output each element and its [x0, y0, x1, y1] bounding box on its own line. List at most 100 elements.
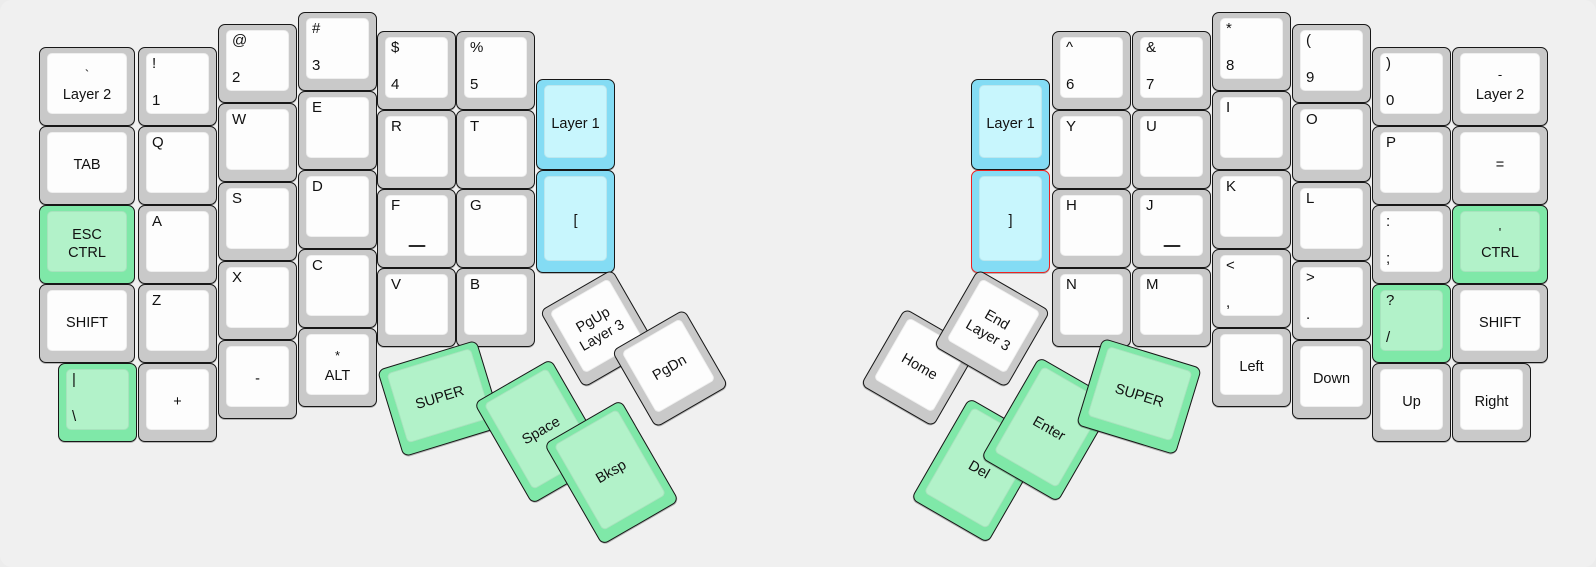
keycap-surface — [979, 85, 1042, 158]
k-x[interactable]: X — [218, 261, 297, 340]
k-hash-3[interactable]: #3 — [298, 12, 377, 91]
k-g[interactable]: G — [456, 189, 535, 268]
k-gt-period[interactable]: >. — [1292, 261, 1371, 340]
k-q[interactable]: Q — [138, 126, 217, 205]
k-star-8[interactable]: *8 — [1212, 12, 1291, 91]
keycap-surface — [1220, 97, 1283, 158]
keycap-surface — [1460, 211, 1540, 272]
k-j[interactable]: J — [1132, 189, 1211, 268]
keycap-surface — [226, 188, 289, 249]
k-minus[interactable]: - — [218, 340, 297, 419]
k-colon-semi[interactable]: :; — [1372, 205, 1451, 284]
keycap-surface — [226, 109, 289, 170]
keycap-surface — [464, 37, 527, 98]
keycap-surface — [1060, 274, 1123, 335]
keycap-surface — [1380, 132, 1443, 193]
k-question-slash[interactable]: ?/ — [1372, 284, 1451, 363]
k-e[interactable]: E — [298, 91, 377, 170]
keycap-surface — [47, 211, 127, 272]
k-lt-comma[interactable]: <, — [1212, 249, 1291, 328]
keycap-surface — [1380, 290, 1443, 351]
k-s[interactable]: S — [218, 182, 297, 261]
k-bang-1[interactable]: !1 — [138, 47, 217, 126]
k-bracket-left[interactable]: [ — [536, 170, 615, 273]
k-alt[interactable]: *ALT — [298, 328, 377, 407]
k-p[interactable]: P — [1372, 126, 1451, 205]
keycap-surface — [544, 176, 607, 261]
keycap-surface — [1220, 334, 1283, 395]
k-shift-right[interactable]: SHIFT — [1452, 284, 1548, 363]
keycap-surface — [1140, 274, 1203, 335]
homing-bar-icon — [408, 244, 425, 247]
k-i[interactable]: I — [1212, 91, 1291, 170]
keycap-surface — [1060, 37, 1123, 98]
k-up[interactable]: Up — [1372, 363, 1451, 442]
k-r[interactable]: R — [377, 110, 456, 189]
keycap-surface — [1460, 290, 1540, 351]
k-k[interactable]: K — [1212, 170, 1291, 249]
keycap-surface — [306, 176, 369, 237]
k-down[interactable]: Down — [1292, 340, 1371, 419]
keycap-surface — [226, 346, 289, 407]
k-left[interactable]: Left — [1212, 328, 1291, 407]
keycap-surface — [464, 116, 527, 177]
keycap-surface — [1460, 369, 1523, 430]
keycap-surface — [1300, 267, 1363, 328]
k-rparen-0[interactable]: )0 — [1372, 47, 1451, 126]
keycap-surface — [146, 290, 209, 351]
keycap-surface — [47, 290, 127, 351]
keycap-surface — [544, 85, 607, 158]
keycap-surface — [1460, 53, 1540, 114]
keycap-surface — [1380, 211, 1443, 272]
keycap-surface — [1220, 18, 1283, 79]
keycap-surface — [306, 97, 369, 158]
k-n[interactable]: N — [1052, 268, 1131, 347]
keycap-surface — [1060, 195, 1123, 256]
k-o[interactable]: O — [1292, 103, 1371, 182]
k-pipe-backslash[interactable]: |\ — [58, 363, 137, 442]
k-f[interactable]: F — [377, 189, 456, 268]
k-h[interactable]: H — [1052, 189, 1131, 268]
k-t[interactable]: T — [456, 110, 535, 189]
k-quote-ctrl[interactable]: 'CTRL — [1452, 205, 1548, 284]
k-b[interactable]: B — [456, 268, 535, 347]
keycap-surface — [1300, 188, 1363, 249]
keycap-surface — [226, 30, 289, 91]
keycap-surface — [385, 116, 448, 177]
keycap-surface — [1087, 345, 1193, 441]
k-d[interactable]: D — [298, 170, 377, 249]
k-at-2[interactable]: @2 — [218, 24, 297, 103]
keycap-surface — [1380, 53, 1443, 114]
k-l[interactable]: L — [1292, 182, 1371, 261]
keycap-surface — [1220, 255, 1283, 316]
keycap-surface — [47, 53, 127, 114]
keycap-surface — [1220, 176, 1283, 237]
k-plus[interactable]: + — [138, 363, 217, 442]
keycap-surface — [66, 369, 129, 430]
keycap-surface — [47, 132, 127, 193]
keycap-surface — [1140, 37, 1203, 98]
k-bracket-right[interactable]: ] — [971, 170, 1050, 273]
keycap-surface — [146, 53, 209, 114]
keycap-surface — [146, 369, 209, 430]
keycap-surface — [385, 274, 448, 335]
keycap-surface — [1060, 116, 1123, 177]
keycap-surface — [1300, 346, 1363, 407]
k-w[interactable]: W — [218, 103, 297, 182]
k-c[interactable]: C — [298, 249, 377, 328]
k-u[interactable]: U — [1132, 110, 1211, 189]
keycap-surface — [946, 277, 1041, 374]
keycap-surface — [464, 274, 527, 335]
keycap-surface — [1460, 132, 1540, 193]
